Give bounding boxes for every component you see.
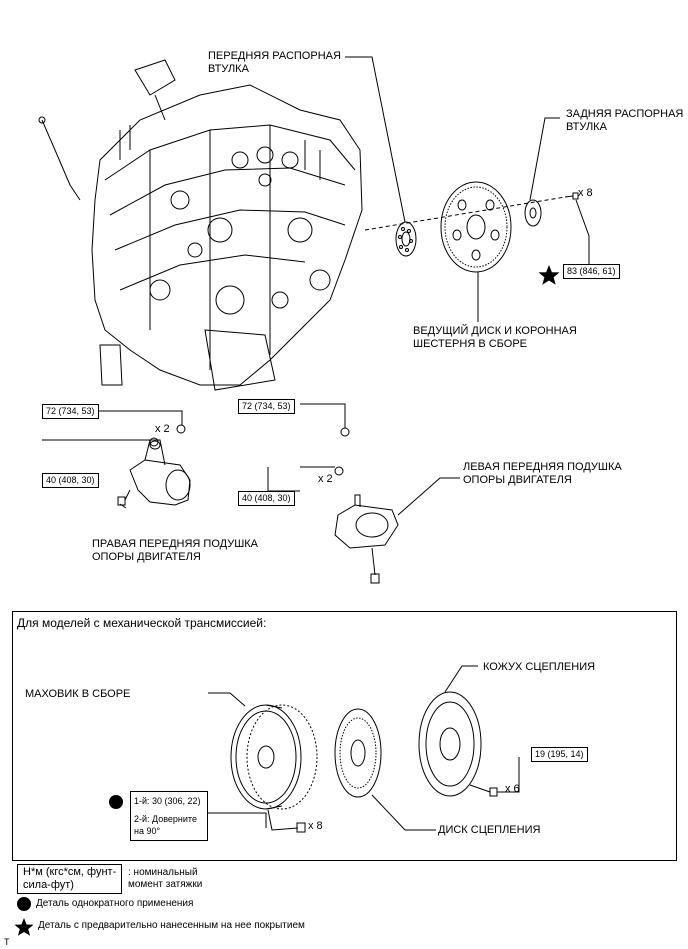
right-mount-drawing (117, 424, 191, 509)
legend-dot-icon (17, 897, 31, 911)
flywheel-torque-box: 1-й: 30 (306, 22) 2-й: Доверните на 90° (130, 791, 208, 841)
right-mount-upper-torque: 72 (734, 53) (42, 404, 99, 419)
non-reusable-dot-icon (109, 795, 123, 809)
flywheel-torque-step1: 1-й: 30 (306, 22) (134, 796, 201, 806)
left-mount-nut-qty: x 2 (318, 473, 333, 485)
manual-transmission-box (12, 611, 677, 861)
left-mount-upper-torque: 72 (734, 53) (238, 399, 295, 414)
left-mount-lower-torque: 40 (408, 30) (238, 491, 295, 506)
legend-unit-box: Н*м (кгс*см, фунт- сила-фут) (17, 864, 123, 894)
flywheel-bolt-qty: x 8 (308, 820, 323, 832)
flywheel-drawing (230, 704, 318, 833)
engine-illustration (38, 59, 363, 391)
right-mount-nut-qty: x 2 (155, 423, 170, 435)
right-mount-lower-torque: 40 (408, 30) (42, 473, 99, 488)
left-mount-label: ЛЕВАЯ ПЕРЕДНЯЯ ПОДУШКА ОПОРЫ ДВИГАТЕЛЯ (463, 461, 622, 486)
legend-non-reusable: Деталь однократного применения (36, 898, 194, 909)
legend-unit-description: : номинальный момент затяжки (128, 867, 203, 890)
front-spacer-drawing (395, 221, 417, 257)
drive-plate-torque: 83 (846, 61) (563, 264, 620, 279)
flywheel-torque-step2: 2-й: Доверните на 90° (134, 814, 197, 836)
left-mount-drawing (334, 427, 399, 584)
front-spacer-label: ПЕРЕДНЯЯ РАСПОРНАЯ ВТУЛКА (208, 50, 341, 75)
clutch-disc-drawing (334, 708, 382, 798)
clutch-cover-bolt-qty: x 6 (505, 783, 520, 795)
drive-plate-bolt-qty: x 8 (578, 187, 593, 199)
flywheel-label: МАХОВИК В СБОРЕ (25, 688, 131, 700)
drive-plate-label: ВЕДУЩИЙ ДИСК И КОРОННАЯ ШЕСТЕРНЯ В СБОРЕ (413, 325, 577, 350)
legend-star-icon (14, 918, 34, 936)
precoated-star-icon (538, 265, 560, 285)
clutch-disc-label: ДИСК СЦЕПЛЕНИЯ (438, 824, 541, 836)
drive-plate-drawing (440, 181, 512, 273)
clutch-cover-drawing (418, 691, 498, 797)
rear-spacer-label: ЗАДНЯЯ РАСПОРНАЯ ВТУЛКА (566, 108, 684, 133)
rear-spacer-drawing (524, 199, 542, 227)
legend-precoated: Деталь с предварительно нанесенным на не… (38, 920, 305, 931)
corner-mark: T (4, 937, 10, 947)
clutch-cover-label: КОЖУХ СЦЕПЛЕНИЯ (483, 661, 596, 673)
manual-transmission-header: Для моделей с механической трансмиссией: (17, 616, 267, 630)
drive-plate-bolt-drawing (564, 192, 579, 200)
clutch-cover-torque: 19 (195, 14) (531, 747, 588, 762)
right-mount-label: ПРАВАЯ ПЕРЕДНЯЯ ПОДУШКА ОПОРЫ ДВИГАТЕЛЯ (92, 538, 259, 563)
